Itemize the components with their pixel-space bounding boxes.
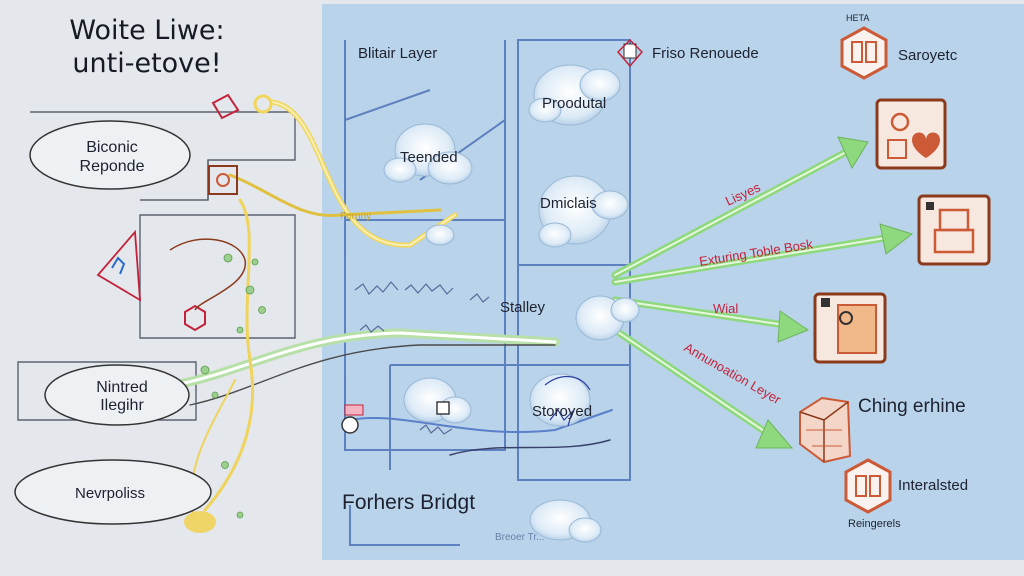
heta-label: HETA	[846, 13, 869, 23]
dmiclais-label: Dmiclais	[540, 195, 597, 212]
saroyetc-hex-icon	[840, 26, 888, 80]
main-panel	[322, 4, 1024, 560]
hexagon-icon	[184, 304, 206, 332]
wial-label: Wial	[713, 301, 738, 316]
orange-box-icon	[813, 292, 887, 364]
cloud-blitair	[528, 64, 621, 126]
nevrpoliss-label: Nevrpoliss	[75, 485, 145, 502]
small-tag-label: Fornny	[340, 211, 371, 222]
nintred-label-2: Ilegihr	[100, 397, 144, 414]
panel-badge-icon	[341, 416, 359, 434]
diagram-title: Woite Liwe: unti-etove!	[52, 14, 242, 80]
saroyetc-label: Saroyetc	[898, 47, 958, 64]
left-node-biconic[interactable]: Biconic Reponde	[29, 120, 191, 190]
cloud-dmiclais	[538, 175, 629, 248]
green-arrows	[611, 136, 914, 449]
clouds	[383, 64, 640, 543]
proodutal-label: Proodutal	[542, 95, 606, 112]
ching-erhine-label: Ching erhine	[858, 396, 966, 417]
interalsted-label: Interalsted	[898, 477, 968, 494]
arrow-to-ching-erhine	[611, 326, 794, 449]
teended-label: Teended	[400, 149, 458, 166]
left-icons	[43, 38, 644, 533]
nintred-label-1: Nintred	[96, 379, 148, 396]
forhers-bridgt-label: Forhers Bridgt	[342, 491, 475, 514]
biconic-label-1: Biconic	[86, 139, 138, 156]
robot-panel-icon	[917, 194, 991, 266]
bottom-caption-label: Breoer Tr...	[495, 532, 544, 543]
arrow-to-heta	[611, 223, 914, 286]
biconic-label-2: Reponde	[80, 158, 145, 175]
heart-machine-icon	[875, 98, 947, 170]
arrow-to-saroyetc	[611, 136, 869, 279]
blitair-layer-label: Blitair Layer	[358, 45, 437, 62]
stalley-label: Stalley	[500, 299, 546, 316]
cloud-small	[425, 224, 455, 246]
bottom-tag-label: Reingerels	[848, 518, 901, 530]
yellow-blob	[184, 511, 216, 533]
cloud-bottom	[529, 499, 602, 543]
panel-structure-lines	[344, 39, 631, 546]
arrow-to-wial	[611, 296, 810, 343]
cloud-teended	[383, 123, 473, 185]
crystal-cube-icon	[799, 396, 852, 464]
envelope-icon	[211, 93, 240, 120]
title-line-1: Woite Liwe:	[69, 15, 225, 46]
triangle-icon	[96, 229, 142, 302]
storoyed-label: Storoyed	[532, 403, 592, 420]
left-node-nintred[interactable]: Nintred Ilegihr	[44, 364, 190, 426]
scribbles	[354, 281, 591, 435]
friso-renouede-label: Friso Renouede	[652, 45, 759, 62]
orange-frame-icon	[208, 165, 238, 195]
left-node-nevrpoliss[interactable]: Nevrpoliss	[14, 459, 212, 525]
interalsted-hex-icon	[844, 458, 892, 514]
panel-labels: Blitair Layer Friso Renouede Proodutal T…	[342, 45, 759, 543]
yellow-ring-icon	[253, 94, 273, 114]
cloud-center	[575, 295, 640, 341]
right-icons: HETA Saroyetc Ching erhine	[799, 13, 991, 530]
title-line-2: unti-etove!	[72, 48, 222, 79]
green-leaves	[200, 253, 266, 519]
flow-lines	[170, 99, 613, 521]
cloud-storoyed	[529, 373, 591, 427]
